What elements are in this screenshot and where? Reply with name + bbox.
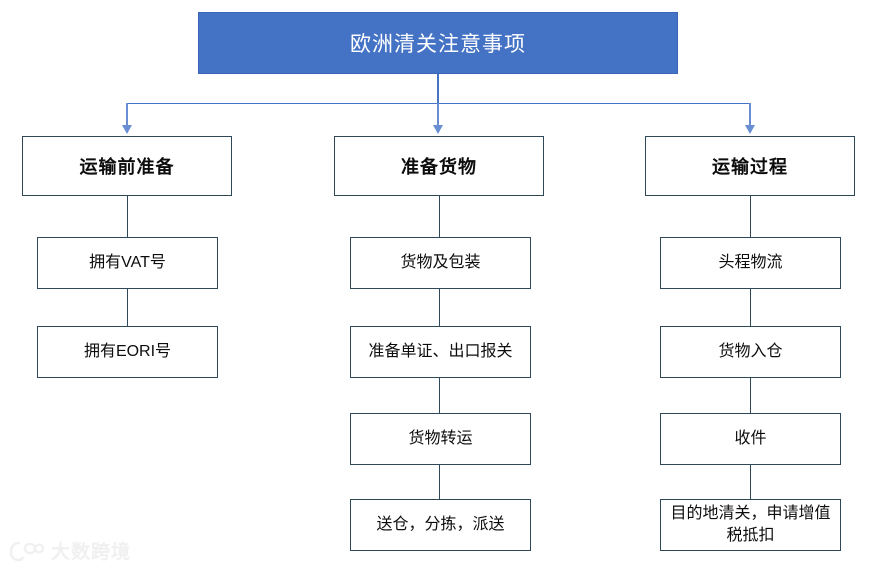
connector-col3-header-to-step1 (750, 196, 751, 237)
connector-col2-header-to-step1 (439, 196, 440, 237)
title-trunk-connector (437, 74, 439, 104)
step-box-col3-3[interactable]: 收件 (660, 413, 841, 465)
connector-col2-step1-to-step2 (439, 289, 440, 326)
connector-col3-step2-to-step3 (750, 378, 751, 413)
connector-bus-to-header-3 (749, 103, 751, 126)
connector-col2-step3-to-step4 (439, 465, 440, 499)
header-bus-line (127, 103, 751, 104)
step-box-col1-1[interactable]: 拥有VAT号 (37, 237, 218, 289)
step-box-col1-2[interactable]: 拥有EORI号 (37, 326, 218, 378)
diagram-title: 欧洲清关注意事项 (198, 12, 678, 74)
step-box-col3-1[interactable]: 头程物流 (660, 237, 841, 289)
step-box-col3-4[interactable]: 目的地清关，申请增值税抵扣 (660, 499, 841, 551)
arrow-bus-to-header-1 (122, 125, 132, 134)
connector-col1-header-to-step1 (127, 196, 128, 237)
step-box-col2-2[interactable]: 准备单证、出口报关 (350, 326, 531, 378)
step-box-col2-4[interactable]: 送仓，分拣，派送 (350, 499, 531, 551)
watermark-text: 大数跨境 (51, 542, 132, 563)
column-header-prepare-goods[interactable]: 准备货物 (334, 136, 544, 196)
column-header-transport-process[interactable]: 运输过程 (645, 136, 855, 196)
connector-col3-step1-to-step2 (750, 289, 751, 326)
logo-mark-icon (10, 541, 44, 561)
arrow-bus-to-header-3 (745, 125, 755, 134)
step-box-col2-1[interactable]: 货物及包装 (350, 237, 531, 289)
arrow-bus-to-header-2 (433, 125, 443, 134)
connector-col3-step3-to-step4 (750, 465, 751, 499)
connector-bus-to-header-2 (437, 103, 439, 126)
column-header-pre-transport[interactable]: 运输前准备 (22, 136, 232, 196)
connector-col1-step1-to-step2 (127, 289, 128, 326)
connector-col2-step2-to-step3 (439, 378, 440, 413)
watermark: 大数跨境 (10, 537, 131, 564)
step-box-col2-3[interactable]: 货物转运 (350, 413, 531, 465)
connector-bus-to-header-1 (126, 103, 128, 126)
step-box-col3-2[interactable]: 货物入仓 (660, 326, 841, 378)
